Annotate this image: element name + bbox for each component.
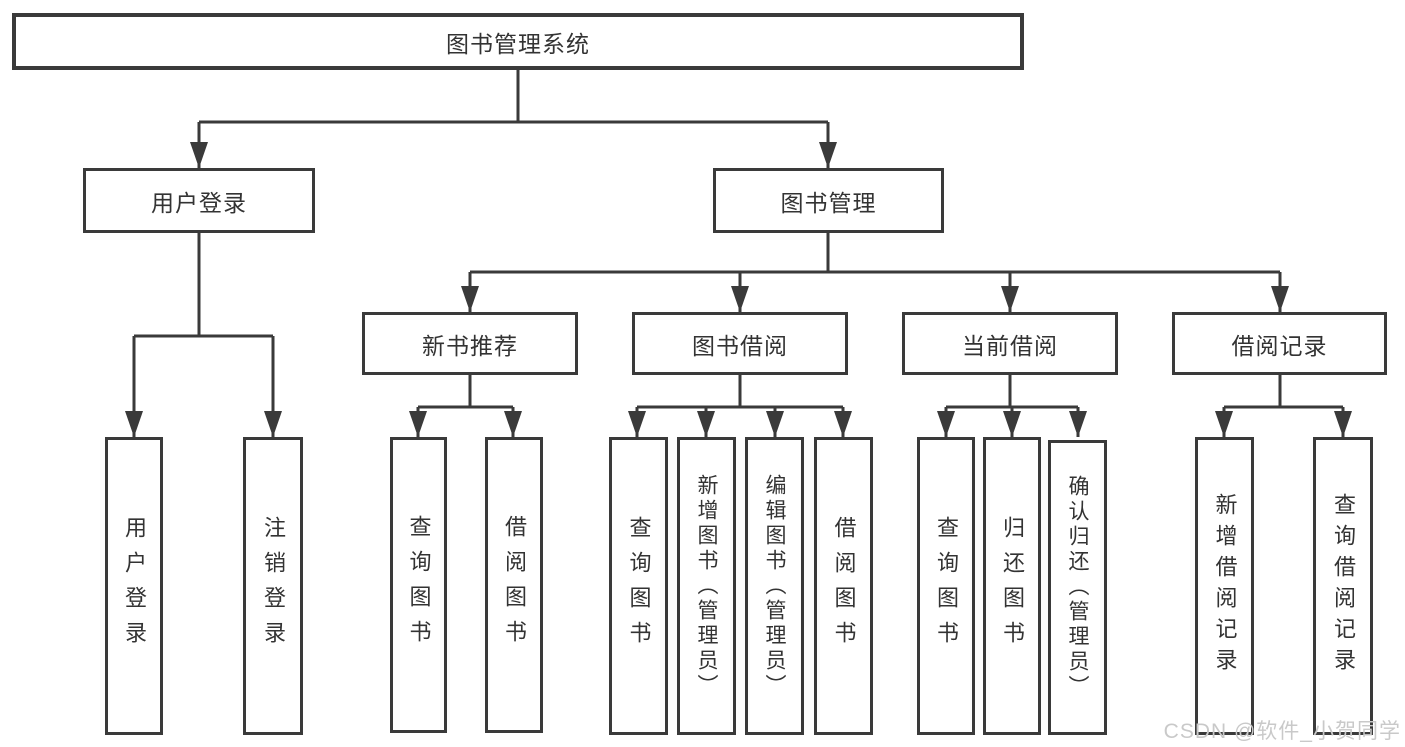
leaf-label: 借阅图书 bbox=[502, 515, 527, 655]
leaf-label: 查询借阅记录 bbox=[1331, 493, 1356, 679]
connector-borrow-records-to-children bbox=[1222, 375, 1345, 437]
node-current-borrowing: 当前借阅 bbox=[902, 312, 1118, 375]
leaf-query-books-current: 查询图书 bbox=[917, 437, 975, 735]
leaf-label: 查询图书 bbox=[934, 516, 959, 656]
leaf-label: 归还图书 bbox=[1000, 516, 1025, 656]
node-label: 当前借阅 bbox=[962, 332, 1058, 359]
leaf-label: 新增借阅记录 bbox=[1212, 493, 1238, 679]
leaf-edit-book-admin: 编辑图书（管理员） bbox=[745, 437, 804, 735]
node-label: 图书借阅 bbox=[692, 332, 788, 359]
leaf-label: 新增图书（管理员） bbox=[695, 473, 718, 699]
leaf-add-book-admin: 新增图书（管理员） bbox=[677, 437, 736, 735]
node-new-book-recommend: 新书推荐 bbox=[362, 312, 578, 375]
leaf-borrow-books-recommend: 借阅图书 bbox=[485, 437, 543, 733]
node-system-root: 图书管理系统 bbox=[12, 13, 1024, 70]
leaf-query-books-borrow: 查询图书 bbox=[609, 437, 668, 735]
node-label: 用户登录 bbox=[151, 189, 247, 216]
node-book-management: 图书管理 bbox=[713, 168, 944, 233]
leaf-label: 查询图书 bbox=[406, 515, 432, 655]
csdn-watermark: CSDN @软件_小贺同学 bbox=[1163, 720, 1401, 743]
leaf-confirm-return-admin: 确认归还（管理员） bbox=[1048, 440, 1107, 735]
connector-book-borrow-to-children bbox=[635, 375, 845, 437]
node-label: 新书推荐 bbox=[422, 332, 518, 359]
node-borrowing-records: 借阅记录 bbox=[1172, 312, 1387, 375]
leaf-borrow-books: 借阅图书 bbox=[814, 437, 873, 735]
leaf-label: 用户登录 bbox=[122, 516, 147, 656]
node-label: 图书管理系统 bbox=[446, 30, 590, 57]
node-book-borrowing: 图书借阅 bbox=[632, 312, 848, 375]
connector-current-borrow-to-children bbox=[944, 375, 1080, 437]
node-user-login: 用户登录 bbox=[83, 168, 315, 233]
connector-new-book-to-children bbox=[416, 375, 515, 437]
connector-root-to-level2 bbox=[197, 68, 830, 168]
connector-book-mgmt-to-children bbox=[468, 233, 1282, 312]
leaf-label: 借阅图书 bbox=[831, 516, 857, 656]
leaf-label: 编辑图书（管理员） bbox=[763, 473, 786, 699]
leaf-user-login: 用户登录 bbox=[105, 437, 163, 735]
leaf-label: 注销登录 bbox=[261, 516, 286, 656]
node-label: 图书管理 bbox=[780, 189, 877, 216]
leaf-query-books-recommend: 查询图书 bbox=[390, 437, 447, 733]
connector-user-login-to-children bbox=[132, 233, 275, 437]
leaf-return-books: 归还图书 bbox=[983, 437, 1041, 735]
leaf-label: 确认归还（管理员） bbox=[1066, 475, 1089, 700]
leaf-add-borrow-record: 新增借阅记录 bbox=[1195, 437, 1254, 735]
leaf-query-borrow-record: 查询借阅记录 bbox=[1313, 437, 1373, 735]
leaf-logout: 注销登录 bbox=[243, 437, 303, 735]
leaf-label: 查询图书 bbox=[626, 516, 652, 656]
node-label: 借阅记录 bbox=[1231, 332, 1328, 359]
